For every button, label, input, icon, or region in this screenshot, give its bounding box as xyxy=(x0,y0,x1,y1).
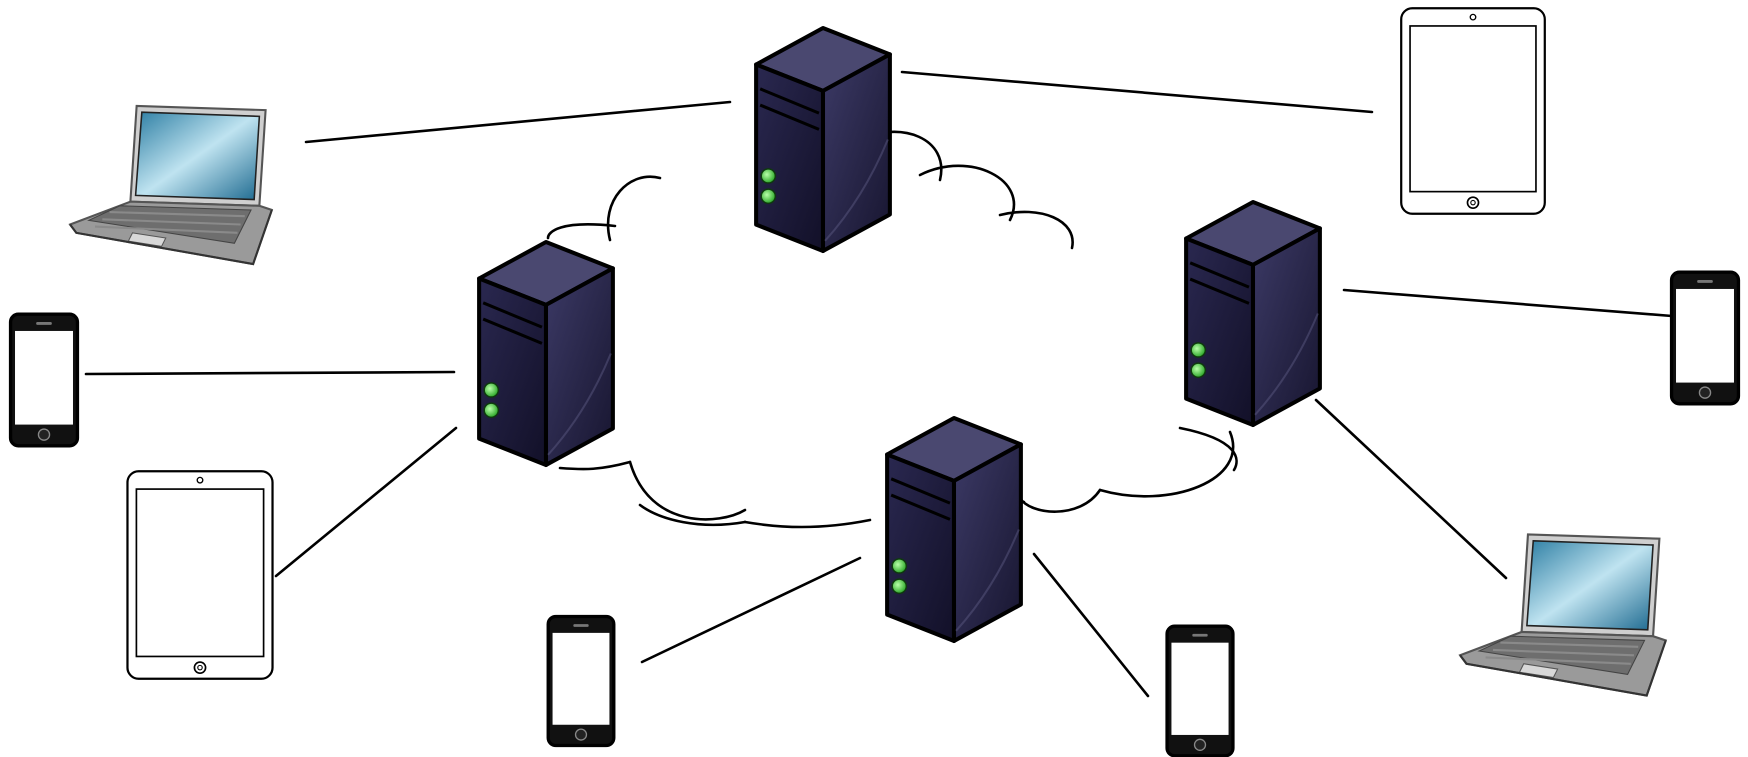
server-icon xyxy=(479,242,613,465)
server-icon xyxy=(1186,202,1320,425)
connection-lines xyxy=(84,70,1674,698)
link-server-left-phone xyxy=(84,370,456,376)
link-server-top-tablet xyxy=(900,70,1374,114)
link-server-left-tablet xyxy=(274,426,458,578)
link-server-right-laptop xyxy=(1314,398,1508,580)
phone-icon xyxy=(546,614,616,748)
phone-icon xyxy=(1165,624,1235,757)
phone-icon xyxy=(1669,270,1741,406)
link-server-bottom-phone-left xyxy=(640,556,862,664)
tablet-icon xyxy=(126,470,274,680)
link-server-bottom-phone-right xyxy=(1032,552,1150,698)
link-server-top-laptop xyxy=(304,100,732,144)
server-icon xyxy=(887,418,1021,641)
link-server-right-phone xyxy=(1342,288,1674,318)
laptop-icon xyxy=(1459,533,1667,697)
tablet-icon xyxy=(1400,7,1546,215)
laptop-icon xyxy=(68,104,273,266)
phone-icon xyxy=(8,312,80,448)
server-icon xyxy=(756,28,890,251)
